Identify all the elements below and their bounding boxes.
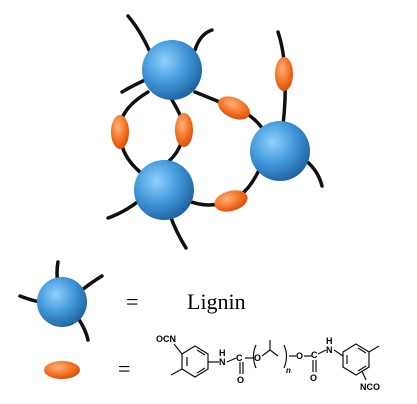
legend-sphere-arm-3 — [18, 294, 42, 304]
chem-n-right: N — [326, 345, 333, 355]
linker-group — [111, 57, 293, 212]
legend-row-lignin: = Lignin — [18, 260, 246, 342]
legend-row-linker: = — [44, 334, 380, 392]
linker-ellipse-1 — [111, 115, 129, 149]
benzene-ring-left — [181, 345, 209, 378]
chem-o-carbonyl-right: O — [310, 373, 317, 383]
chain-c-arm-left — [106, 198, 142, 220]
legend-linker-ellipse — [44, 361, 80, 379]
sphere-group — [134, 40, 310, 220]
chain-a-arm-1 — [126, 14, 152, 54]
linker-ellipse-2 — [175, 113, 193, 147]
legend-equals-1: = — [126, 289, 138, 314]
chem-ocn: OCN — [156, 334, 176, 344]
legend-lignin-label: Lignin — [187, 289, 246, 314]
lignin-sphere-right — [250, 121, 310, 181]
lignin-sphere-top — [142, 40, 202, 100]
chem-n-left: N — [219, 357, 226, 367]
legend-sphere-arm-4 — [76, 316, 90, 342]
lignin-sphere-bottom — [134, 160, 194, 220]
chain-b-arm-right — [303, 158, 324, 188]
chain-a-arm-3 — [120, 78, 147, 94]
linker-ellipse-5 — [214, 190, 248, 212]
chem-c-right: C — [311, 350, 318, 360]
linker-ellipse-4 — [275, 57, 293, 91]
chem-h-right: H — [326, 336, 333, 346]
chain-a-arm-2 — [193, 28, 214, 52]
chem-structure: OCN N H C O O n O C O N H NCO — [156, 334, 380, 392]
chem-c-left: C — [236, 353, 243, 363]
chem-paren-o-left: O — [254, 353, 261, 363]
chem-n-subscript: n — [286, 366, 291, 375]
linker-ellipse-3 — [218, 96, 250, 120]
chem-o-right: O — [296, 351, 303, 361]
chem-h-left: H — [219, 348, 226, 358]
legend-equals-2: = — [118, 356, 130, 381]
chain-c-arm-bottom — [168, 213, 188, 250]
legend-lignin-sphere — [37, 277, 87, 327]
chem-o-carbonyl-left: O — [237, 375, 244, 385]
legend-sphere-arm-2 — [80, 274, 104, 292]
chem-nco: NCO — [360, 382, 380, 392]
